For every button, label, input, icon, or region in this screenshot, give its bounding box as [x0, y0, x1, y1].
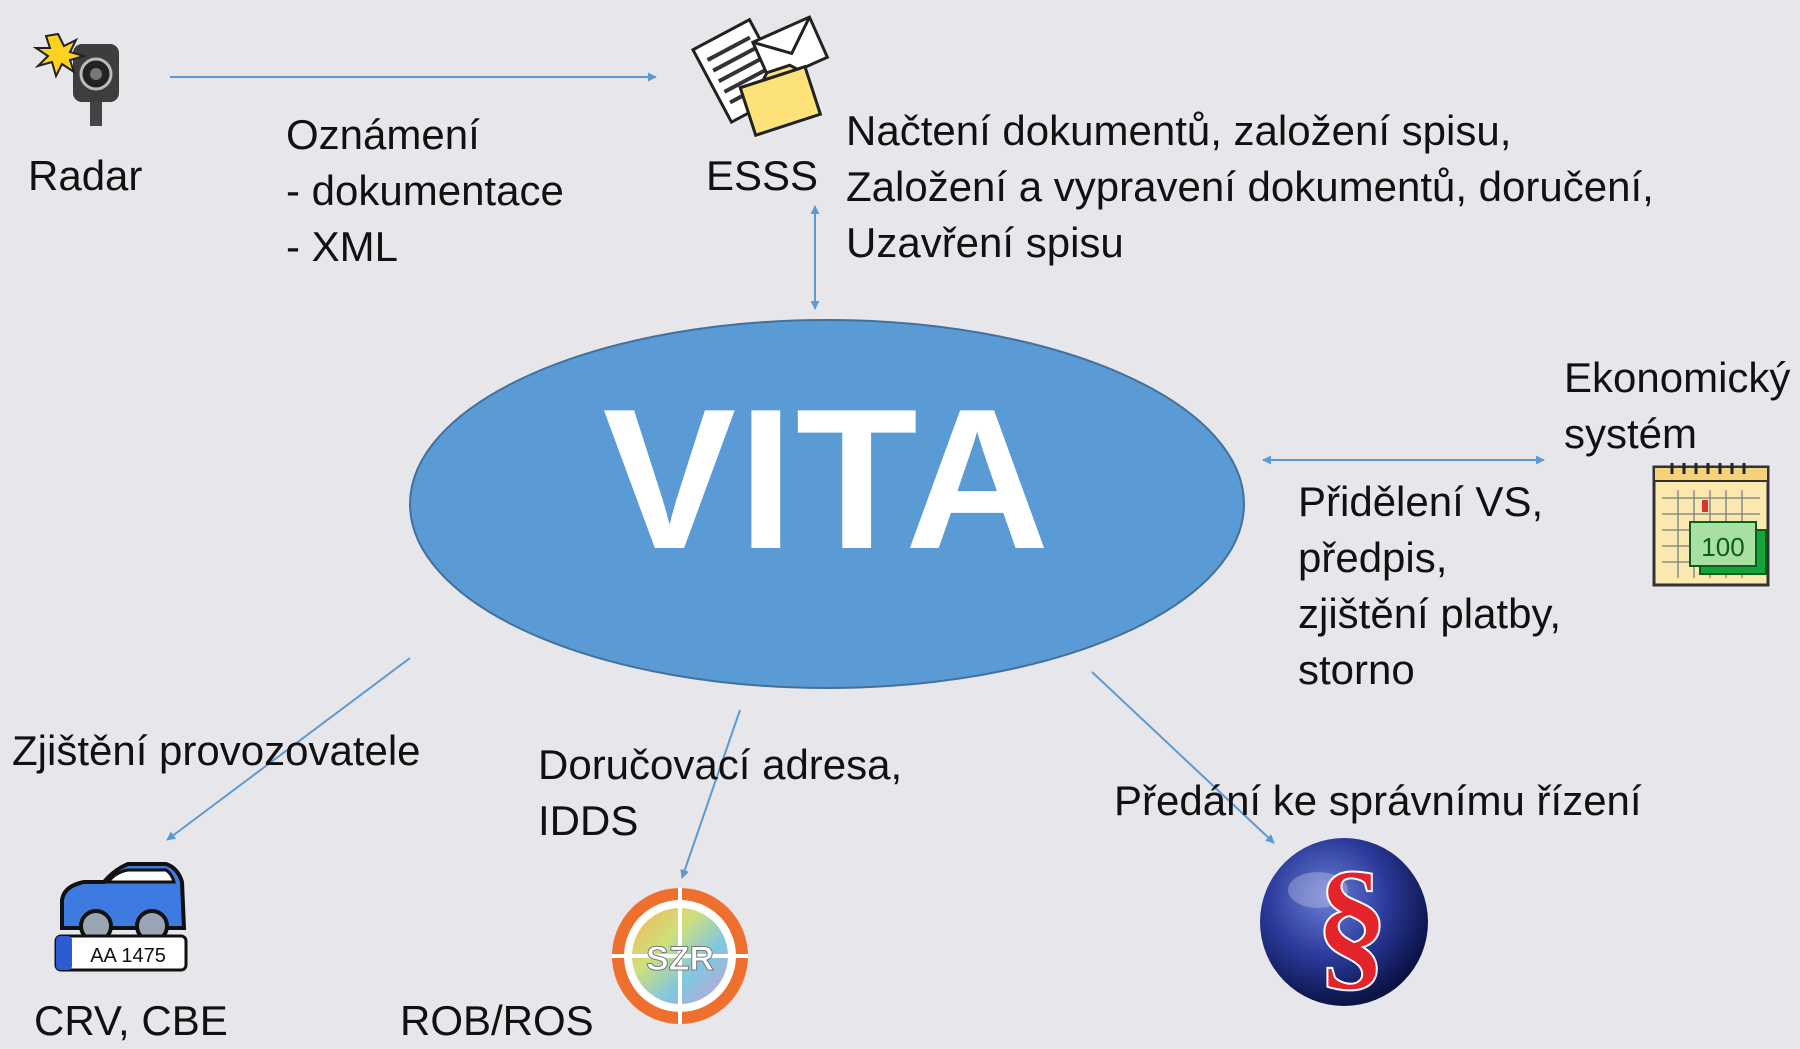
edge-label-line: Založení a vypravení dokumentů, doručení…: [846, 163, 1654, 210]
esss-label: ESSS: [706, 152, 819, 199]
edge-label-vita-rob: Doručovací adresa, IDDS: [538, 737, 902, 849]
szr-logo-icon: [612, 888, 748, 1024]
economic-system-label-line: Ekonomický: [1564, 354, 1791, 401]
car-license-plate-icon: [54, 862, 188, 972]
vita-ellipse: [409, 319, 1245, 689]
edge-vita-crv: [166, 657, 411, 841]
paragraph-sphere-icon: §: [1260, 838, 1428, 1006]
edge-label-line: Oznámení: [286, 111, 480, 158]
svg-text:§: §: [1315, 841, 1389, 1005]
plate-text: AA 1475: [90, 945, 166, 967]
ledger-value-text: 100: [1701, 532, 1744, 562]
edge-label-line: zjištění platby,: [1298, 590, 1562, 637]
edge-label-line: Načtení dokumentů, založení spisu,: [846, 107, 1512, 154]
edge-label-line: IDDS: [538, 797, 639, 844]
edge-label-vita-legal: Předání ke správnímu řízení: [1114, 777, 1642, 824]
economic-system-label: Ekonomický systém: [1564, 350, 1790, 462]
edge-vita-rob: [680, 709, 741, 879]
szr-logo-text: SZR: [646, 940, 714, 978]
rob-label: ROB/ROS: [400, 997, 594, 1044]
edge-label-line: předpis,: [1298, 534, 1448, 581]
economic-system-label-line: systém: [1564, 410, 1698, 457]
edge-label-line: - dokumentace: [286, 167, 564, 214]
vita-label: VITA: [602, 368, 1052, 591]
edge-label-radar-esss: Oznámení - dokumentace - XML: [286, 107, 564, 275]
edge-label-esss-vita: Načtení dokumentů, založení spisu, Založ…: [846, 103, 1654, 271]
edge-label-line: - XML: [286, 223, 399, 270]
edge-vita-legal: [1091, 671, 1275, 844]
speed-camera-icon: [32, 32, 119, 126]
edge-label-vita-crv: Zjištění provozovatele: [12, 727, 421, 774]
crv-label: CRV, CBE: [34, 997, 228, 1044]
edge-label-line: Uzavření spisu: [846, 219, 1124, 266]
edge-label-line: storno: [1298, 646, 1415, 693]
ledger-calendar-icon: [1652, 463, 1770, 587]
edge-label-line: Doručovací adresa,: [538, 741, 903, 788]
edge-label-line: Přidělení VS,: [1298, 478, 1544, 525]
documents-mail-icon: [690, 15, 830, 138]
edge-label-vita-economic: Přidělení VS, předpis, zjištění platby, …: [1298, 474, 1561, 698]
radar-label: Radar: [28, 152, 143, 199]
